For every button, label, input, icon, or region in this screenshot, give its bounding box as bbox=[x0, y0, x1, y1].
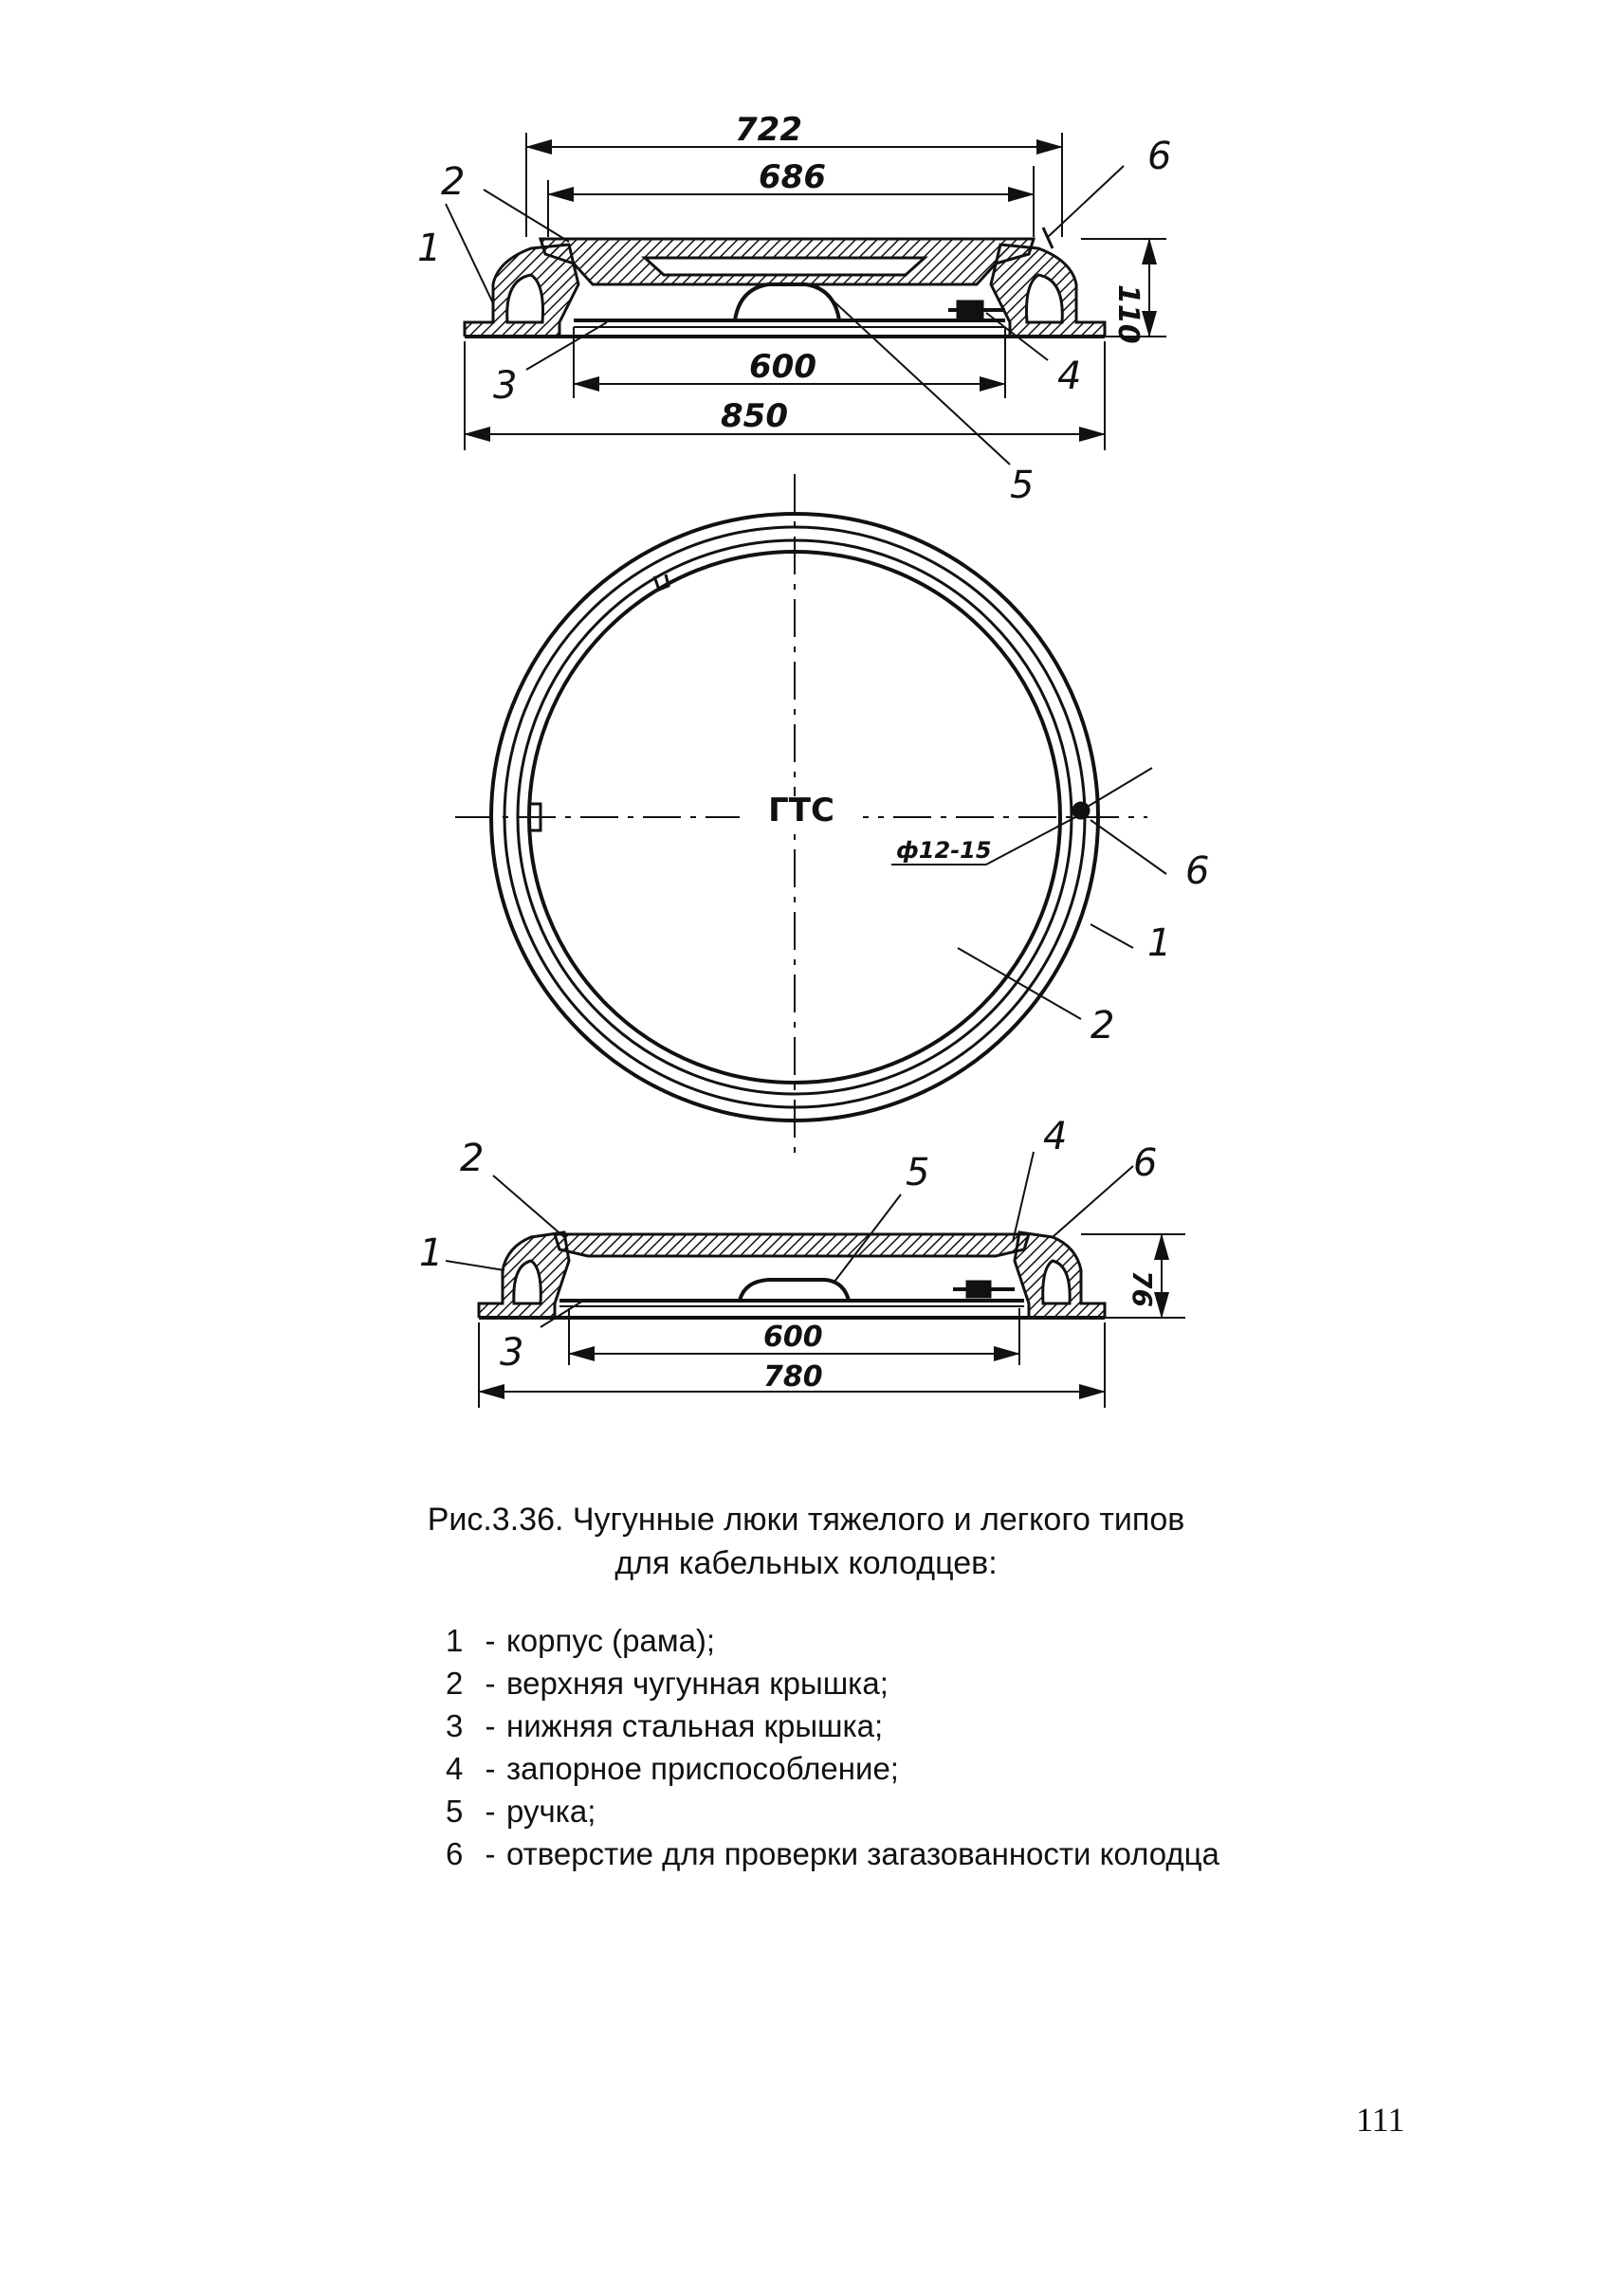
callout-6-bottom: 6 bbox=[1133, 1141, 1157, 1185]
page-number: 111 bbox=[1356, 2101, 1405, 2139]
callout-3-top: 3 bbox=[493, 364, 517, 408]
legend-dash: - bbox=[485, 1666, 496, 1701]
legend-text: верхняя чугунная крышка; bbox=[506, 1666, 889, 1701]
legend-number: 1 bbox=[446, 1623, 464, 1658]
heavy-hatch-section bbox=[463, 227, 1107, 338]
dim-686: 686 bbox=[759, 158, 826, 196]
callout-5-bottom: 5 bbox=[906, 1151, 929, 1194]
callout-5-top: 5 bbox=[1010, 464, 1034, 507]
legend-item: 4-запорное приспособление; bbox=[446, 1747, 1299, 1790]
light-dimension-lines bbox=[478, 1233, 1185, 1408]
legend-text: отверстие для проверки загазованности ко… bbox=[506, 1836, 1219, 1871]
legend-dash: - bbox=[485, 1708, 496, 1743]
dim-722: 722 bbox=[735, 111, 802, 149]
legend-item: 5-ручка; bbox=[446, 1790, 1299, 1832]
hole-label-group bbox=[891, 814, 1080, 866]
callout-6-plan: 6 bbox=[1185, 849, 1209, 893]
plan-callout-leaders bbox=[957, 819, 1167, 1020]
callout-2-bottom: 2 bbox=[460, 1137, 484, 1180]
callout-1-bottom: 1 bbox=[419, 1231, 443, 1275]
gtc-mark: ГТС bbox=[768, 792, 834, 829]
legend-text: ручка; bbox=[506, 1794, 596, 1829]
figure-caption: Рис.3.36. Чугунные люки тяжелого и легко… bbox=[284, 1498, 1328, 1585]
heavy-callout-leaders bbox=[445, 165, 1125, 465]
legend-text: нижняя стальная крышка; bbox=[506, 1708, 884, 1743]
center-mark-group: ГТС bbox=[740, 792, 863, 829]
callout-3-bottom: 3 bbox=[500, 1331, 523, 1375]
legend-text: корпус (рама); bbox=[506, 1623, 716, 1658]
plan-view bbox=[455, 474, 1153, 1161]
legend-number: 5 bbox=[446, 1794, 464, 1829]
legend-dash: - bbox=[485, 1836, 496, 1871]
dim-600-top: 600 bbox=[749, 348, 816, 386]
legend-item: 2-верхняя чугунная крышка; bbox=[446, 1662, 1299, 1704]
legend-number: 4 bbox=[446, 1751, 464, 1786]
legend-dash: - bbox=[485, 1623, 496, 1658]
legend-number: 6 bbox=[446, 1836, 464, 1871]
legend-dash: - bbox=[485, 1751, 496, 1786]
dim-110: 110 bbox=[1111, 284, 1145, 344]
hole-diameter-label: ф12-15 bbox=[896, 837, 992, 864]
legend-number: 2 bbox=[446, 1666, 464, 1701]
dim-76: 76 bbox=[1127, 1270, 1158, 1307]
light-callout-leaders bbox=[445, 1151, 1134, 1328]
legend-number: 3 bbox=[446, 1708, 464, 1743]
legend-item: 1-корпус (рама); bbox=[446, 1619, 1299, 1662]
legend-list: 1-корпус (рама); 2-верхняя чугунная крыш… bbox=[446, 1619, 1299, 1875]
legend-dash: - bbox=[485, 1794, 496, 1829]
callout-4-bottom: 4 bbox=[1043, 1115, 1067, 1158]
callout-6-top: 6 bbox=[1147, 135, 1171, 178]
caption-line-2: для кабельных колодцев: bbox=[614, 1545, 998, 1581]
callout-4-top: 4 bbox=[1057, 355, 1081, 398]
callout-2-plan: 2 bbox=[1091, 1004, 1114, 1048]
callout-1-top: 1 bbox=[417, 227, 441, 270]
legend-item: 6-отверстие для проверки загазованности … bbox=[446, 1832, 1299, 1875]
caption-line-1: Рис.3.36. Чугунные люки тяжелого и легко… bbox=[427, 1502, 1185, 1538]
dim-600-bottom: 600 bbox=[763, 1321, 823, 1354]
callout-1-plan: 1 bbox=[1147, 921, 1171, 965]
manhole-drawing: 722 686 110 600 850 1 2 3 4 5 6 ГТС bbox=[417, 111, 1209, 1408]
dim-850: 850 bbox=[721, 397, 788, 435]
heavy-dimension-lines bbox=[464, 133, 1166, 450]
callout-2-top: 2 bbox=[441, 160, 465, 204]
light-hatch-section bbox=[477, 1230, 1107, 1320]
legend-item: 3-нижняя стальная крышка; bbox=[446, 1704, 1299, 1747]
dim-780: 780 bbox=[763, 1360, 823, 1394]
legend-text: запорное приспособление; bbox=[506, 1751, 899, 1786]
